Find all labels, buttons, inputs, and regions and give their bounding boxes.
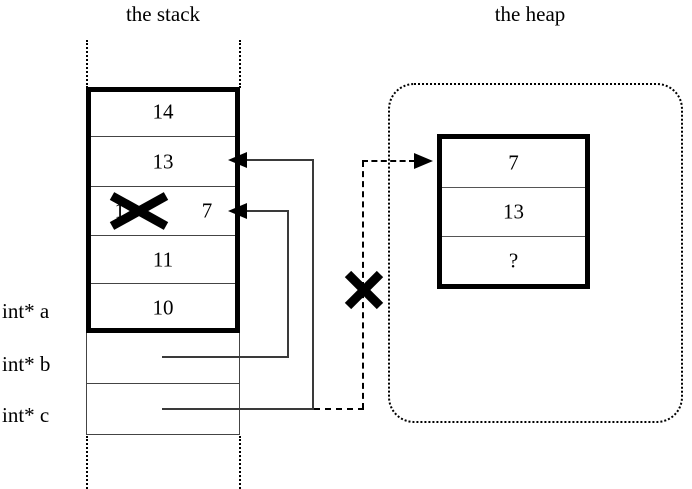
- pointer-c-arrowhead: [228, 152, 247, 168]
- stack-cell-3-value: 11: [152, 247, 174, 271]
- label-int-ptr-b: int* b: [2, 352, 51, 376]
- label-int-ptr-c: int* c: [2, 403, 50, 427]
- broken-pointer-x-icon: [344, 270, 384, 310]
- pointer-b-segment-start: [162, 356, 289, 358]
- stack-cell-2-new-value: 7: [201, 198, 213, 223]
- stack-cell-0: 14: [86, 87, 240, 137]
- stack-cell-1: 13: [86, 137, 240, 187]
- stack-cell-0-value: 14: [152, 99, 174, 123]
- stack-cell-column: 14 13 12 7 11 10: [86, 87, 240, 435]
- stack-boundary-left-bottom: [86, 436, 88, 489]
- stack-cell-1-value: 13: [152, 149, 174, 173]
- pointer-b-segment-vertical: [287, 211, 289, 358]
- dangling-pointer-vertical-dash: [362, 161, 364, 409]
- dangling-pointer-arrowhead: [414, 153, 433, 169]
- stack-pointer-cell-b: [86, 333, 240, 384]
- heap-cell-1-value: 13: [503, 199, 524, 224]
- dangling-pointer-top-dash: [362, 160, 415, 162]
- pointer-c-segment-vertical: [312, 160, 314, 409]
- heap-cell-0-value: 7: [508, 150, 519, 175]
- pointer-c-segment-end: [246, 159, 314, 161]
- label-int-ptr-a: int* a: [2, 299, 50, 323]
- stack-cell-4-value: 10: [152, 295, 174, 320]
- heap-cell-0: 7: [442, 139, 585, 188]
- heap-title: the heap: [494, 2, 566, 26]
- heap-cell-1: 13: [442, 188, 585, 237]
- stack-cell-4: 10: [86, 284, 240, 333]
- heap-array-block: 7 13 ?: [437, 134, 590, 289]
- stack-boundary-left-top: [86, 40, 88, 88]
- stack-boundary-right-top: [239, 40, 241, 88]
- pointer-b-arrowhead: [228, 203, 247, 219]
- stack-boundary-right-bottom: [239, 436, 241, 489]
- heap-cell-2-value: ?: [508, 248, 519, 272]
- heap-region-boundary: [388, 83, 683, 423]
- stack-title: the stack: [125, 2, 201, 26]
- dangling-pointer-bottom-dash: [314, 408, 364, 410]
- pointer-c-segment-start: [162, 408, 314, 410]
- stack-cell-3: 11: [86, 236, 240, 284]
- stack-cell-2: 12 7: [86, 187, 240, 236]
- pointer-b-segment-end: [246, 210, 289, 212]
- heap-cell-2: ?: [442, 237, 585, 284]
